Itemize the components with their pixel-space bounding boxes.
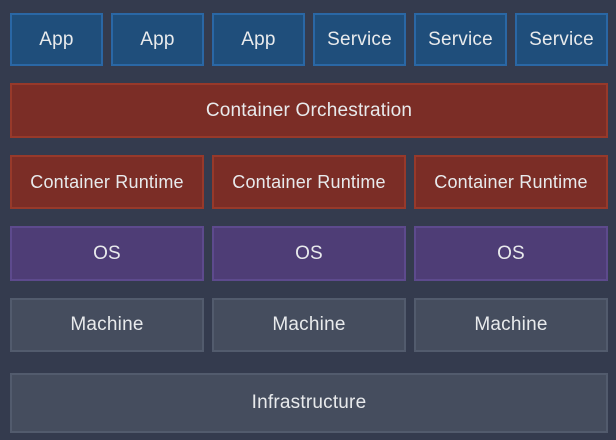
orchestration-row: Container Orchestration: [10, 83, 608, 138]
app-box: App: [111, 13, 204, 66]
os-row: OS OS OS: [10, 226, 608, 281]
runtime-row: Container Runtime Container Runtime Cont…: [10, 155, 608, 209]
os-box: OS: [10, 226, 204, 281]
infrastructure-row: Infrastructure: [10, 373, 608, 433]
app-box: App: [10, 13, 103, 66]
machine-box: Machine: [10, 298, 204, 352]
service-box: Service: [515, 13, 608, 66]
infrastructure-box: Infrastructure: [10, 373, 608, 433]
container-runtime-box: Container Runtime: [10, 155, 204, 209]
service-box: Service: [414, 13, 507, 66]
machine-row: Machine Machine Machine: [10, 298, 608, 352]
app-box: App: [212, 13, 305, 66]
apps-services-row: App App App Service Service Service: [10, 13, 608, 66]
container-orchestration-box: Container Orchestration: [10, 83, 608, 138]
os-box: OS: [212, 226, 406, 281]
machine-box: Machine: [212, 298, 406, 352]
service-box: Service: [313, 13, 406, 66]
container-runtime-box: Container Runtime: [212, 155, 406, 209]
machine-box: Machine: [414, 298, 608, 352]
os-box: OS: [414, 226, 608, 281]
container-runtime-box: Container Runtime: [414, 155, 608, 209]
